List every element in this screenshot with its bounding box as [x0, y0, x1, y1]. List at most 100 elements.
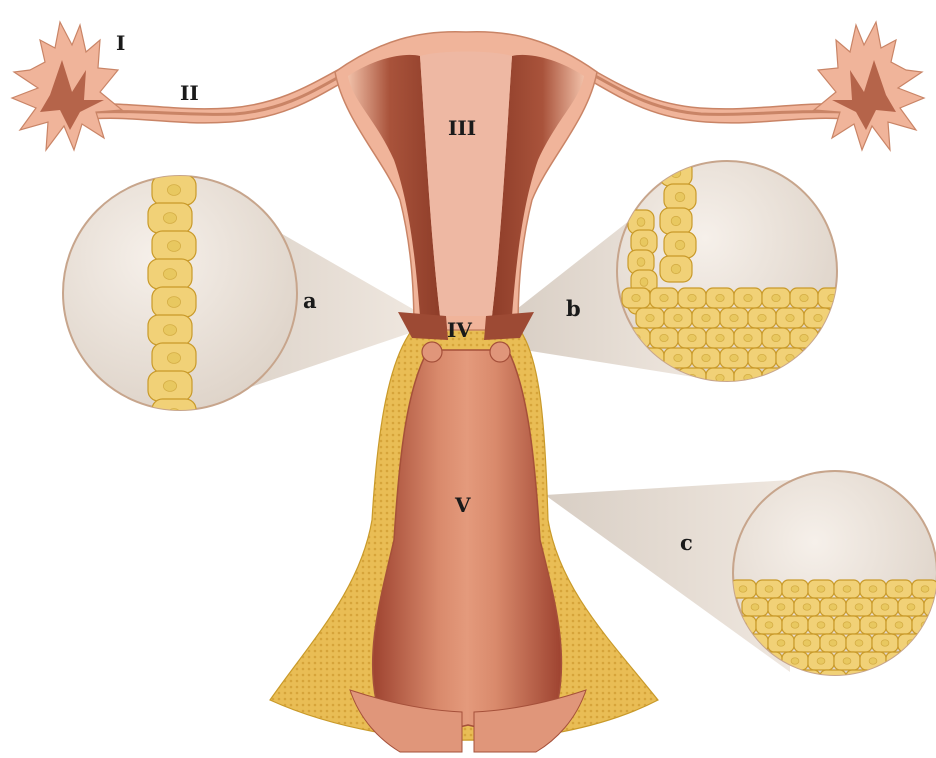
cell-nucleus	[786, 314, 794, 321]
epithelial-cell	[804, 348, 832, 368]
cell-nucleus	[765, 622, 773, 628]
cell-nucleus	[758, 314, 766, 321]
cell-nucleus	[751, 676, 759, 682]
label-region-1: I	[116, 31, 125, 55]
cell-nucleus	[843, 622, 851, 628]
cell-nucleus	[675, 192, 685, 201]
epithelial-cell	[794, 670, 820, 688]
epithelial-cell	[898, 634, 924, 652]
cell-nucleus	[640, 238, 648, 247]
cell-nucleus	[829, 640, 837, 646]
cell-nucleus	[765, 586, 773, 592]
epithelial-cell	[790, 368, 818, 388]
cell-nucleus	[772, 334, 780, 341]
cell-nucleus	[674, 314, 682, 321]
cell-nucleus	[702, 314, 710, 321]
inset-c	[730, 471, 936, 688]
cell-nucleus	[803, 676, 811, 682]
cell-nucleus	[881, 676, 889, 682]
cell-nucleus	[772, 294, 780, 301]
cell-nucleus	[817, 622, 825, 628]
epithelial-cell	[872, 670, 898, 688]
cell-nucleus	[777, 604, 785, 610]
cell-nucleus	[921, 586, 929, 592]
cell-nucleus	[843, 658, 851, 664]
epithelial-cell	[742, 670, 768, 688]
epithelial-cell	[768, 670, 794, 688]
epithelial-cell	[678, 368, 706, 388]
cell-nucleus	[167, 353, 180, 364]
label-region-5: V	[454, 493, 471, 517]
label-region-4: IV	[447, 318, 472, 342]
label-region-2: II	[180, 81, 199, 105]
cell-nucleus	[675, 240, 685, 249]
epithelial-cell	[622, 368, 650, 388]
cell-nucleus	[739, 658, 747, 664]
epithelial-cell	[886, 652, 912, 670]
fimbriae-right	[814, 22, 924, 150]
cell-nucleus	[855, 640, 863, 646]
cell-nucleus	[163, 381, 176, 392]
cell-nucleus	[895, 622, 903, 628]
cell-nucleus	[817, 658, 825, 664]
epithelial-cell	[924, 670, 936, 688]
cell-nucleus	[167, 241, 180, 252]
cell-nucleus	[803, 640, 811, 646]
label-region-3: III	[448, 116, 476, 140]
cell-nucleus	[660, 294, 668, 301]
cell-nucleus	[869, 586, 877, 592]
epithelial-cell	[898, 670, 924, 688]
inset-a	[63, 175, 297, 429]
cell-nucleus	[716, 374, 724, 381]
epithelial-cell	[762, 368, 790, 388]
cell-nucleus	[640, 278, 648, 287]
cell-nucleus	[791, 622, 799, 628]
cell-nucleus	[702, 354, 710, 361]
cell-nucleus	[167, 185, 180, 196]
cell-nucleus	[163, 213, 176, 224]
epithelial-cell	[730, 652, 756, 670]
cell-nucleus	[167, 297, 180, 308]
cell-nucleus	[660, 334, 668, 341]
cell-nucleus	[688, 334, 696, 341]
cell-nucleus	[786, 354, 794, 361]
fimbriae-left	[12, 22, 122, 150]
inset-b	[617, 160, 860, 388]
cell-nucleus	[895, 586, 903, 592]
cell-nucleus	[777, 640, 785, 646]
cervix-lip-right	[490, 342, 510, 362]
cell-nucleus	[637, 258, 645, 267]
epithelial-cell	[818, 368, 846, 388]
cell-nucleus	[791, 658, 799, 664]
cell-nucleus	[895, 658, 903, 664]
cell-nucleus	[660, 374, 668, 381]
cell-nucleus	[800, 334, 808, 341]
cell-nucleus	[671, 264, 681, 273]
epithelial-cell	[818, 328, 846, 348]
cell-nucleus	[828, 374, 836, 381]
cell-nucleus	[842, 314, 850, 321]
cell-nucleus	[772, 374, 780, 381]
epithelial-cell	[924, 634, 936, 652]
cell-nucleus	[869, 658, 877, 664]
cell-nucleus	[800, 374, 808, 381]
cell-nucleus	[758, 354, 766, 361]
cell-nucleus	[791, 586, 799, 592]
cell-nucleus	[843, 586, 851, 592]
cell-nucleus	[881, 604, 889, 610]
cell-nucleus	[730, 314, 738, 321]
cell-nucleus	[921, 658, 929, 664]
cell-nucleus	[829, 676, 837, 682]
cell-nucleus	[688, 294, 696, 301]
cell-nucleus	[803, 604, 811, 610]
cell-nucleus	[671, 216, 681, 225]
cell-nucleus	[646, 314, 654, 321]
label-inset-b: b	[566, 296, 581, 321]
cell-nucleus	[632, 294, 640, 301]
cell-nucleus	[869, 622, 877, 628]
cell-nucleus	[744, 334, 752, 341]
cell-nucleus	[829, 604, 837, 610]
cell-nucleus	[855, 676, 863, 682]
label-inset-c: c	[680, 530, 693, 555]
